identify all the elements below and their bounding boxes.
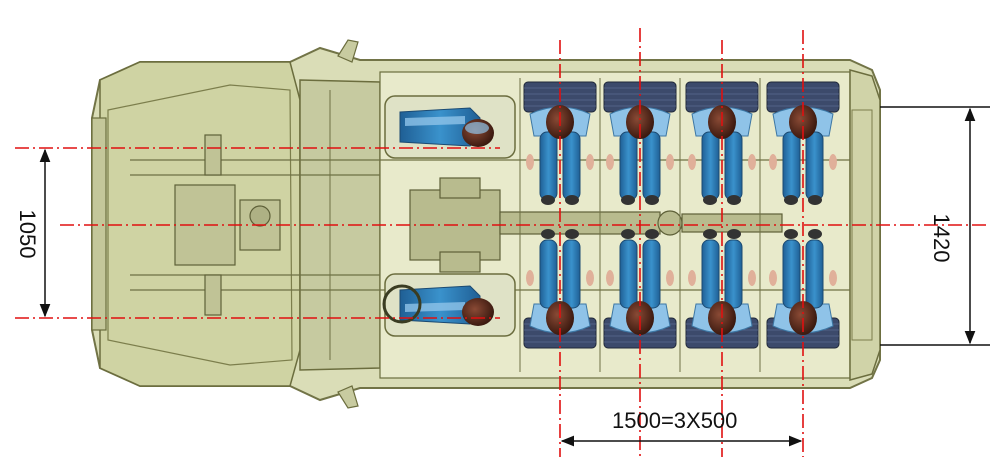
front-seat-bottom [382, 273, 516, 337]
leg [724, 239, 743, 309]
hand [586, 270, 594, 286]
hand [769, 270, 777, 286]
vehicle-body [91, 39, 881, 409]
hand [829, 270, 837, 286]
foot [727, 195, 741, 205]
foot [808, 195, 822, 205]
leg [619, 239, 638, 309]
foot [703, 229, 717, 239]
rear-passenger-upper-2 [603, 81, 677, 205]
foot [621, 229, 635, 239]
leg [642, 131, 661, 201]
dimension-lines [39, 106, 990, 447]
leg [562, 131, 581, 201]
hand [688, 154, 696, 170]
foot [541, 195, 555, 205]
hand [769, 154, 777, 170]
steering-wheel-icon [382, 284, 422, 324]
hand [586, 154, 594, 170]
leg [642, 239, 661, 309]
leg [701, 239, 720, 309]
leg [805, 239, 824, 309]
hand [666, 154, 674, 170]
front-seat-top [384, 95, 516, 159]
dimension-label-bottom: 1500=3X500 [612, 408, 738, 433]
foot [645, 229, 659, 239]
leg [539, 239, 558, 309]
hand [748, 154, 756, 170]
rear-passenger-lower-4 [766, 229, 840, 349]
leg [782, 239, 801, 309]
leg [562, 239, 581, 309]
foot [541, 229, 555, 239]
rear-passenger-lower-2 [603, 229, 677, 349]
hand [829, 154, 837, 170]
hand [606, 270, 614, 286]
foot [565, 195, 579, 205]
hand [666, 270, 674, 286]
foot [784, 229, 798, 239]
dimension-label-right: 1420 [929, 213, 954, 263]
foot [621, 195, 635, 205]
centerlines [15, 28, 990, 457]
hand [526, 154, 534, 170]
hand [748, 270, 756, 286]
leg [724, 131, 743, 201]
leg [805, 131, 824, 201]
leg [782, 131, 801, 201]
foot [565, 229, 579, 239]
hand [606, 154, 614, 170]
foot [703, 195, 717, 205]
head [626, 105, 654, 139]
leg [701, 131, 720, 201]
foot [645, 195, 659, 205]
dimension-label-left: 1050 [15, 209, 40, 259]
foot [727, 229, 741, 239]
rear-passenger-upper-4 [766, 81, 840, 205]
foot [784, 195, 798, 205]
leg [619, 131, 638, 201]
hand [688, 270, 696, 286]
foot [808, 229, 822, 239]
leg [539, 131, 558, 201]
hand [526, 270, 534, 286]
